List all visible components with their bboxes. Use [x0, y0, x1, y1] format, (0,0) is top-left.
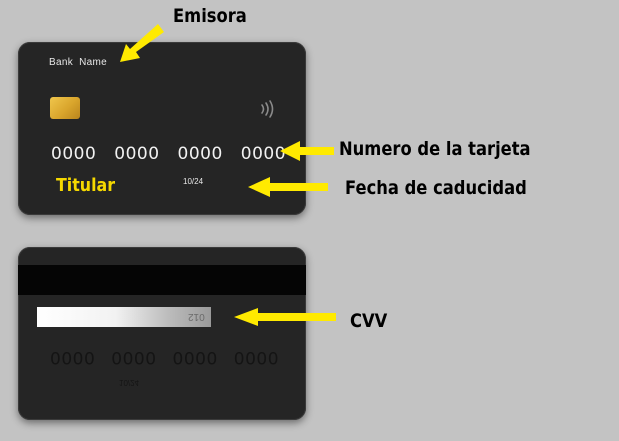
label-emisora: Emisora [173, 5, 247, 27]
arrow-numero-icon [280, 141, 334, 161]
expiry-date: 10/24 [183, 177, 204, 186]
label-numero-tarjeta: Numero de la tarjeta [339, 138, 531, 160]
back-card-number-group: 0000 [111, 347, 157, 367]
card-number-group: 0000 [177, 144, 223, 164]
label-cvv: CVV [350, 310, 388, 332]
contactless-icon [261, 100, 274, 118]
back-card-number-group: 0000 [172, 347, 218, 367]
card-number: 0000 0000 0000 0000 [51, 144, 286, 164]
arrow-cvv-icon [234, 308, 336, 326]
back-card-number-group: 0000 [233, 347, 280, 367]
back-expiry-date: 10/24 [119, 378, 140, 387]
card-number-group: 0000 [114, 144, 160, 164]
bank-name: Bank Name [49, 57, 108, 68]
back-card-number: 0000 0000 0000 0000 [50, 347, 279, 367]
card-number-group: 0000 [240, 144, 287, 164]
label-fecha-caducidad: Fecha de caducidad [345, 177, 527, 199]
back-card-number-group: 0000 [50, 347, 96, 367]
signature-strip: 012 [37, 307, 211, 327]
credit-card-front: Bank Name 0000 0000 0000 0000 Titular 10… [18, 42, 306, 215]
arrow-fecha-icon [248, 177, 328, 197]
credit-card-back: 012 0000 0000 0000 0000 10/24 [18, 247, 306, 420]
arrow-emisora-icon [120, 24, 164, 62]
card-holder: Titular [56, 175, 116, 196]
magnetic-stripe [18, 265, 306, 295]
card-number-group: 0000 [51, 144, 97, 164]
cvv-code: 012 [188, 311, 205, 322]
chip-icon [50, 97, 80, 119]
